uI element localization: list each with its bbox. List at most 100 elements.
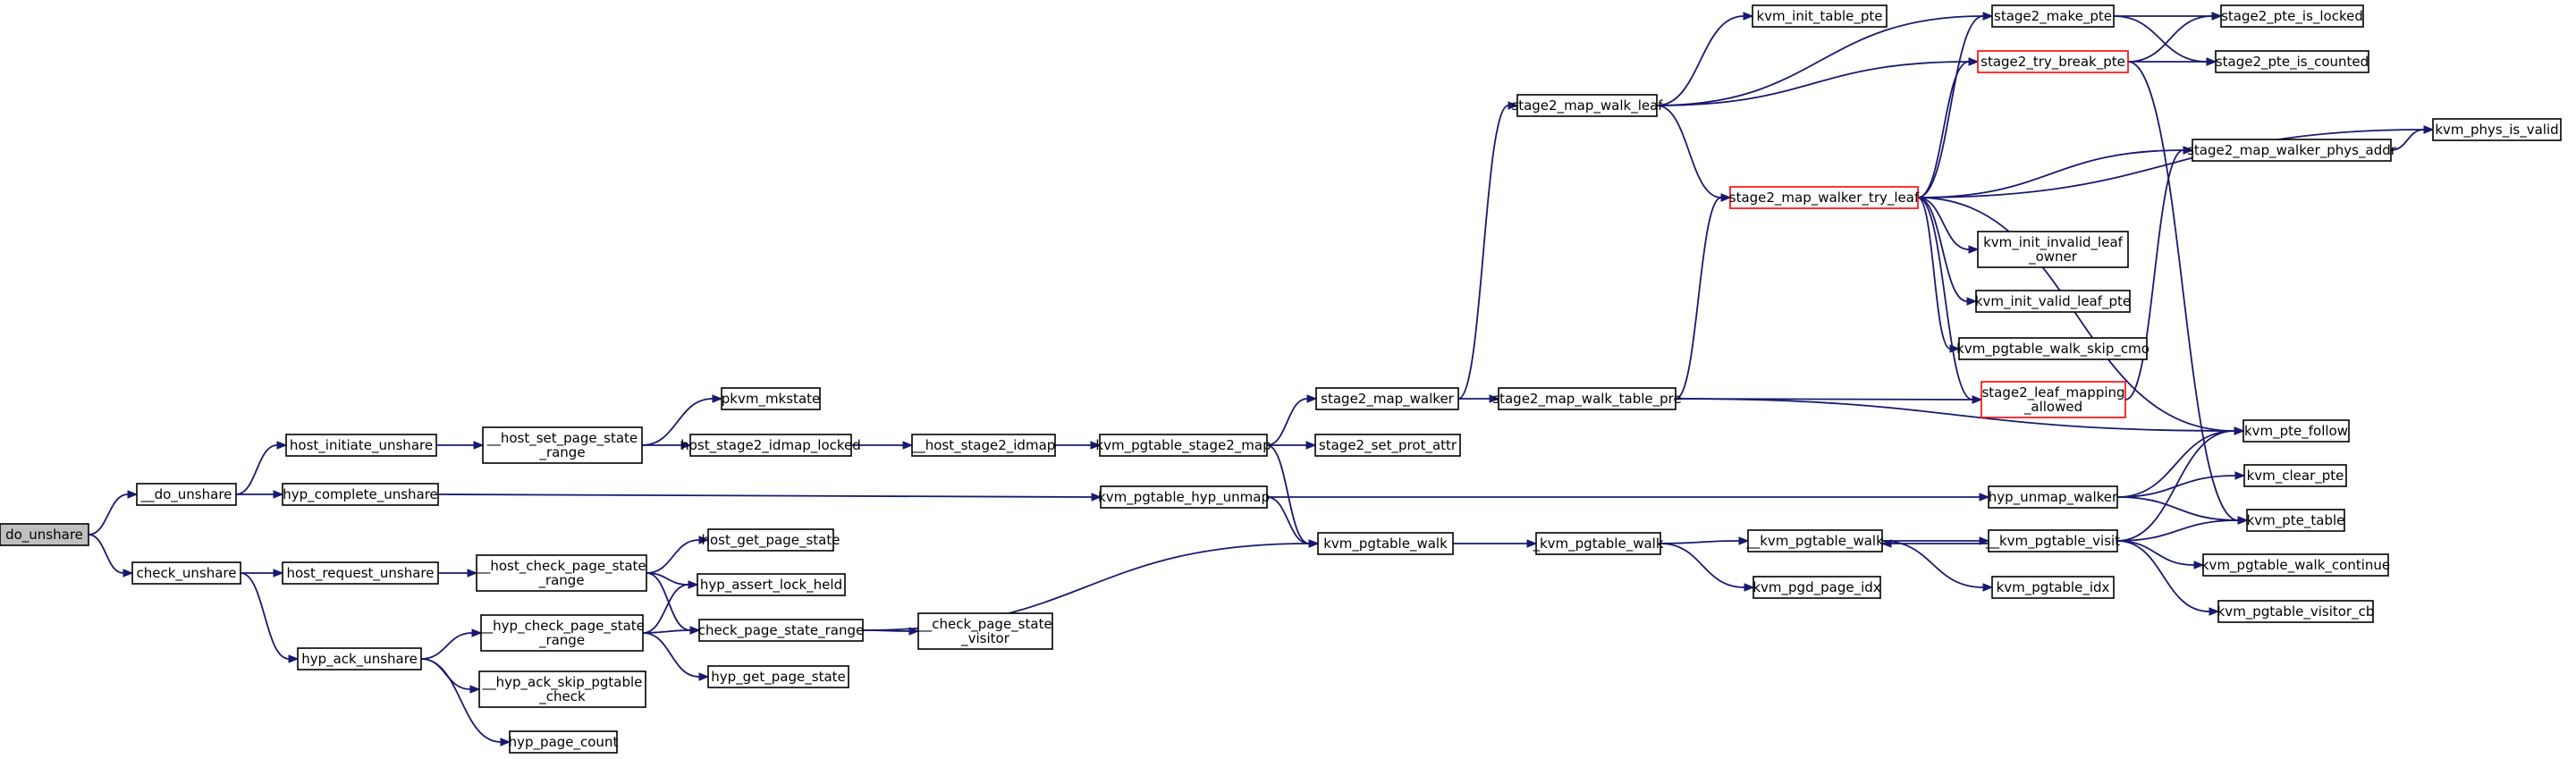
node-kvm-pgtable-visit[interactable]: __kvm_pgtable_visit <box>1985 529 2120 552</box>
node-box <box>297 647 422 670</box>
node-hyp-ack-unshare[interactable]: hyp_ack_unshare <box>297 647 422 670</box>
node-label-line: check_page_state_range <box>698 622 865 639</box>
node-box <box>480 614 644 652</box>
node-box <box>478 670 646 708</box>
node-hyp-unmap-walker[interactable]: hyp_unmap_walker <box>1988 485 2118 509</box>
node-box <box>2242 419 2350 443</box>
node-host-initiate-unshare[interactable]: host_initiate_unshare <box>285 434 437 457</box>
edge-stage2-try-break-pte-to-kvm-pte-table <box>2127 61 2249 525</box>
node-hyp-check-page-state-range[interactable]: __hyp_check_page_state_range <box>478 614 645 652</box>
node-kvm-pgtable-hyp-unmap[interactable]: kvm_pgtable_hyp_unmap <box>1098 485 1270 509</box>
node-stage2-map-walk-leaf[interactable]: stage2_map_walk_leaf <box>1511 94 1663 117</box>
node-box <box>282 561 439 585</box>
node-kvm-pgd-page-idx[interactable]: kvm_pgd_page_idx <box>1753 576 1881 599</box>
node-kvm-pgtable-stage2-map[interactable]: kvm_pgtable_stage2_map <box>1095 434 1271 457</box>
node-box <box>2215 50 2369 73</box>
node-stage2-make-pte[interactable]: stage2_make_pte <box>1991 4 2115 28</box>
node-host-request-unshare[interactable]: host_request_unshare <box>282 561 439 585</box>
edge-line <box>1656 105 1722 198</box>
edge-arrowhead <box>688 580 699 589</box>
node-stage2-map-walker-phys-addr[interactable]: stage2_map_walker_phys_addr <box>2187 139 2397 162</box>
edge-kvm-pgtable-stage2-map-to-stage2-set-prot-attr <box>1267 441 1317 450</box>
node-kvm-pgtable-walk-skip-cmo[interactable]: kvm_pgtable_walk_skip_cmo <box>1956 337 2149 360</box>
edge-arrowhead <box>2234 426 2245 435</box>
edge-arrowhead <box>127 490 139 499</box>
call-graph-nodes: do_unshare __do_unshare check_unshare host_… <box>0 4 2562 754</box>
node-kvm-pgtable-walk-continue[interactable]: kvm_pgtable_walk_continue <box>2201 553 2390 577</box>
node-hyp-assert-lock-held[interactable]: hyp_assert_lock_held <box>697 573 846 596</box>
node-kvm-pgtable-walk[interactable]: kvm_pgtable_walk <box>1317 532 1454 555</box>
node-stage2-leaf-mapping-allowed[interactable]: stage2_leaf_mapping_allowed <box>1981 381 2126 418</box>
edge-arrowhead <box>1979 493 1990 502</box>
node-host-check-page-state-range[interactable]: __host_check_page_state_range <box>476 554 647 592</box>
edge-stage2-map-walk-table-pre-to-kvm-pte-follow <box>1675 398 2245 435</box>
node-hyp-complete-unshare[interactable]: hyp_complete_unshare <box>282 483 439 506</box>
node-kvm-pte-follow[interactable]: kvm_pte_follow <box>2242 419 2350 443</box>
node-label-line: __host_check_page_state <box>476 558 646 575</box>
node-check-page-state-visitor[interactable]: __check_page_state_visitor <box>917 612 1053 650</box>
node-host-stage2-idmap-locked[interactable]: host_stage2_idmap_locked <box>680 434 861 457</box>
edge-do-unshare-to-check-unshare <box>88 534 134 578</box>
node-check-page-state-range[interactable]: check_page_state_range <box>698 619 865 642</box>
edge-hyp-ack-unshare-to-hyp-ack-skip-pgtable-check <box>420 658 481 694</box>
node-label: __check_page_state_visitor <box>917 616 1052 647</box>
node-kvm-init-invalid-leaf-owner[interactable]: kvm_init_invalid_leaf_owner <box>1977 231 2129 268</box>
node-box <box>1977 231 2129 268</box>
node-kvm-init-valid-leaf-pte[interactable]: kvm_init_valid_leaf_pte <box>1975 290 2131 313</box>
node-kvm-init-table-pte[interactable]: kvm_init_table_pte <box>1752 4 1888 28</box>
edge-line <box>642 584 689 634</box>
node-host-set-page-state-range[interactable]: __host_set_page_state_range <box>482 426 643 464</box>
node-label: stage2_set_prot_attr <box>1319 437 1457 454</box>
node-label: do_unshare <box>5 527 83 544</box>
node-kvm-phys-is-valid[interactable]: kvm_phys_is_valid <box>2432 118 2562 141</box>
node-kvm-pgtable-walk[interactable]: _kvm_pgtable_walk <box>1532 532 1664 555</box>
node-kvm-clear-pte[interactable]: kvm_clear_pte <box>2243 464 2347 487</box>
edge-arrowhead <box>1982 12 1994 21</box>
edge-kvm-pgtable-stage2-map-to-kvm-pgtable-walk <box>1266 444 1320 548</box>
node-stage2-map-walker-try-leaf[interactable]: stage2_map_walker_try_leaf <box>1729 186 1920 209</box>
node-label-line: stage2_set_prot_attr <box>1319 437 1457 454</box>
node-label: kvm_pgtable_visitor_cb <box>2217 603 2375 620</box>
node-box <box>1752 4 1888 28</box>
node-stage2-set-prot-attr[interactable]: stage2_set_prot_attr <box>1314 434 1461 457</box>
node-label: kvm_pgd_page_idx <box>1753 579 1880 596</box>
node-pkvm-mkstate[interactable]: pkvm_mkstate <box>721 387 821 410</box>
node-do-unshare[interactable]: __do_unshare <box>136 483 237 506</box>
node-stage2-try-break-pte[interactable]: stage2_try_break_pte <box>1977 50 2129 73</box>
node-label-line: __kvm_pgtable_visit <box>1985 533 2120 550</box>
node-label-line: kvm_pte_follow <box>2244 423 2348 440</box>
node-label: hyp_page_count <box>509 734 619 751</box>
node-label: __host_check_page_state_range <box>476 558 646 589</box>
node-box <box>1975 290 2131 313</box>
node-hyp-ack-skip-pgtable-check[interactable]: __hyp_ack_skip_pgtable_check <box>478 670 646 708</box>
node-stage2-map-walk-table-pre[interactable]: stage2_map_walk_table_pre <box>1492 387 1682 410</box>
node-host-stage2-idmap[interactable]: __host_stage2_idmap <box>911 434 1056 457</box>
edge-arrowhead <box>689 626 701 635</box>
node-label: _kvm_pgtable_walk <box>1532 536 1663 552</box>
node-kvm-pgtable-idx[interactable]: kvm_pgtable_idx <box>1991 576 2115 599</box>
node-label-line: kvm_phys_is_valid <box>2435 122 2558 139</box>
node-stage2-map-walker[interactable]: stage2_map_walker <box>1315 387 1459 410</box>
node-check-unshare[interactable]: check_unshare <box>131 561 241 585</box>
node-kvm-pte-table[interactable]: kvm_pte_table <box>2246 509 2345 532</box>
edge-arrowhead <box>2183 146 2194 155</box>
node-label: kvm_clear_pte <box>2247 468 2344 485</box>
node-label: host_request_unshare <box>287 565 435 582</box>
node-box <box>917 612 1053 650</box>
edge-hyp-unmap-walker-to-kvm-clear-pte <box>2116 471 2246 498</box>
edge-check-unshare-to-hyp-ack-unshare <box>240 572 300 663</box>
edge-stage2-make-pte-to-stage2-pte-is-counted <box>2113 15 2217 66</box>
node-kvm-pgtable-visitor-cb[interactable]: kvm_pgtable_visitor_cb <box>2217 600 2375 623</box>
node-stage2-pte-is-locked[interactable]: stage2_pte_is_locked <box>2220 4 2364 28</box>
node-box <box>136 483 237 506</box>
edge-arrowhead <box>1305 441 1317 450</box>
edge-hyp-ack-unshare-to-hyp-check-page-state-range <box>420 628 483 660</box>
node-host-get-page-state[interactable]: host_get_page_state <box>702 528 840 552</box>
node-do-unshare[interactable]: do_unshare <box>0 523 89 546</box>
node-hyp-get-page-state[interactable]: hyp_get_page_state <box>707 665 849 688</box>
node-hyp-page-count[interactable]: hyp_page_count <box>509 730 619 754</box>
edge-hyp-check-page-state-range-to-hyp-get-page-state <box>642 632 710 681</box>
node-stage2-pte-is-counted[interactable]: stage2_pte_is_counted <box>2215 50 2369 73</box>
node-label-line: _kvm_pgtable_walk <box>1532 536 1663 552</box>
node-kvm-pgtable-walk[interactable]: __kvm_pgtable_walk <box>1745 529 1884 552</box>
